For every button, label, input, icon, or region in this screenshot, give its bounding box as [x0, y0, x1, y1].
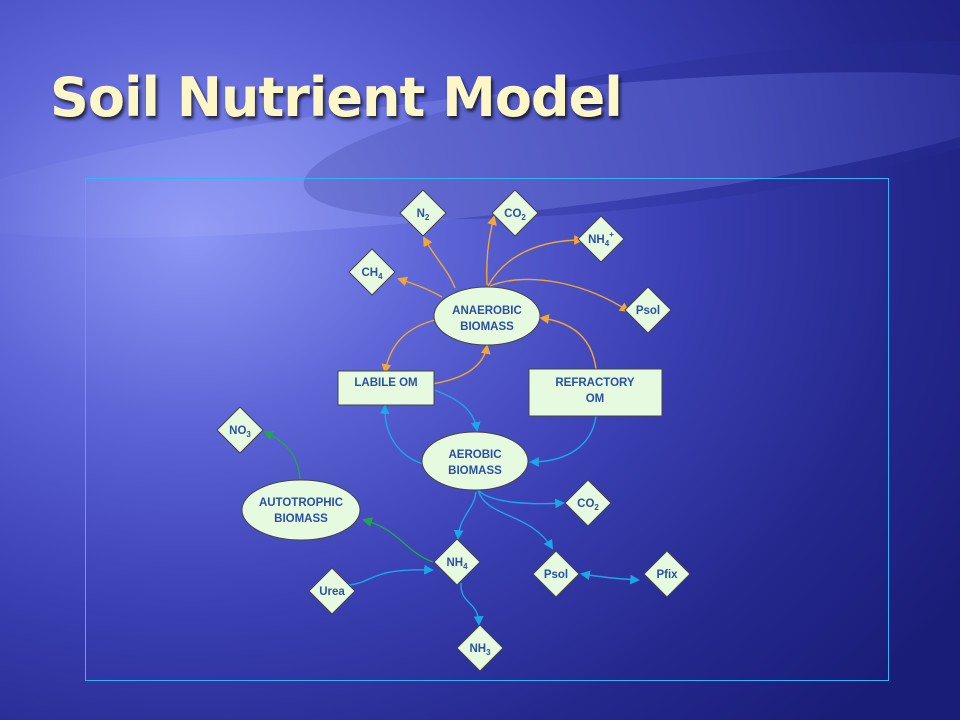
diamond-nh3: NH3: [456, 624, 504, 672]
arrow-anaerobic-to-nh4plus: [487, 235, 584, 287]
anaerobic-label-line1: ANAEROBIC: [452, 305, 522, 317]
diamond-urea: Urea: [308, 567, 356, 615]
svg-text:CO2: CO2: [504, 208, 526, 222]
diamond-n2: N2: [399, 189, 447, 237]
diamond-psol-bottom: Psol: [532, 550, 580, 598]
labile-om-label: LABILE OM: [354, 377, 417, 389]
diamond-pfix: Pfix: [643, 550, 691, 598]
ch4-sub: 4: [378, 272, 383, 281]
diamond-nh4: NH4: [433, 538, 481, 586]
svg-text:NO3: NO3: [229, 425, 251, 439]
box-labile-om: LABILE OM: [337, 370, 435, 406]
pfix-label: Pfix: [656, 569, 678, 581]
ellipse-anaerobic-biomass: ANAEROBIC BIOMASS: [433, 286, 541, 346]
psol-top-label: Psol: [636, 305, 660, 317]
diamond-psol-top: Psol: [624, 286, 672, 334]
autotrophic-label-line2: BIOMASS: [274, 513, 328, 525]
arrow-aerobic-to-co2: [477, 489, 565, 509]
arrow-anaerobic-to-n2: [423, 236, 456, 289]
page-title: Soil Nutrient Model: [50, 66, 623, 129]
ch4-base: CH: [361, 267, 378, 279]
nh3-base: NH: [469, 643, 486, 655]
arrow-aerobic-to-psol: [477, 489, 554, 550]
nh3-sub: 3: [486, 648, 491, 657]
diamond-ch4: CH4: [348, 248, 396, 296]
arrow-nh4-to-autotrophic: [362, 517, 434, 563]
arrow-psol-pfix: [580, 570, 640, 585]
diamond-nh4-plus: NH4+: [577, 215, 625, 263]
arrow-aerobic-to-nh4: [453, 491, 477, 540]
arrow-anaerobic-to-ch4: [397, 276, 443, 298]
arrow-nh4-to-nh3: [460, 582, 484, 626]
anaerobic-flows: [381, 215, 630, 385]
n2-sub: 2: [425, 213, 430, 222]
arrow-refractory-to-anaerobic: [539, 314, 597, 370]
nh4-base: NH: [446, 557, 463, 569]
arrow-anaerobic-to-co2: [486, 215, 497, 286]
arrow-anaerobic-to-labile: [381, 319, 436, 374]
diamond-co2-bottom: CO2: [564, 479, 612, 527]
arrow-autotrophic-to-no3: [263, 430, 301, 480]
arrow-labile-to-anaerobic: [431, 344, 491, 385]
refractory-om-label-line1: REFRACTORY: [555, 377, 635, 389]
ellipse-aerobic-biomass: AEROBIC BIOMASS: [421, 431, 529, 491]
autotrophic-flows: [263, 430, 434, 563]
refractory-om-label-line2: OM: [586, 393, 605, 405]
nh4-plus-sup: +: [609, 230, 614, 239]
autotrophic-label-line1: AUTOTROPHIC: [259, 497, 343, 509]
no3-sub: 3: [246, 430, 251, 439]
svg-text:NH4+: NH4+: [588, 230, 614, 248]
arrow-aerobic-to-labile: [379, 404, 424, 465]
svg-text:NH3: NH3: [469, 643, 491, 657]
arrow-anaerobic-to-psol: [489, 278, 630, 313]
aerobic-flows: [348, 389, 640, 626]
psol-bottom-label: Psol: [544, 569, 568, 581]
diagram-frame: [85, 178, 889, 681]
nh4-plus-sub: 4: [605, 239, 610, 248]
no3-base: NO: [229, 425, 246, 437]
svg-text:CO2: CO2: [577, 498, 599, 512]
ellipse-autotrophic-biomass: AUTOTROPHIC BIOMASS: [241, 479, 361, 541]
n2-base: N: [417, 208, 425, 220]
co2-bottom-sub: 2: [594, 503, 599, 512]
aerobic-label-line1: AEROBIC: [448, 449, 501, 461]
anaerobic-label-line2: BIOMASS: [460, 321, 514, 333]
diamond-co2-top: CO2: [491, 189, 539, 237]
co2-top-sub: 2: [521, 213, 526, 222]
diamond-no3: NO3: [216, 406, 264, 454]
arrow-urea-to-nh4: [348, 564, 434, 586]
urea-label: Urea: [319, 586, 345, 598]
arrow-labile-to-aerobic: [433, 389, 481, 432]
co2-top-base: CO: [504, 208, 521, 220]
box-refractory-om: REFRACTORY OM: [528, 368, 663, 417]
aerobic-label-line2: BIOMASS: [448, 465, 502, 477]
svg-text:NH4: NH4: [446, 557, 468, 571]
svg-text:CH4: CH4: [361, 267, 383, 281]
arrow-refractory-to-aerobic: [529, 415, 597, 467]
nh4-plus-base: NH: [588, 234, 605, 246]
svg-text:N2: N2: [417, 208, 430, 222]
nh4-sub: 4: [463, 562, 468, 571]
co2-bottom-base: CO: [577, 498, 594, 510]
